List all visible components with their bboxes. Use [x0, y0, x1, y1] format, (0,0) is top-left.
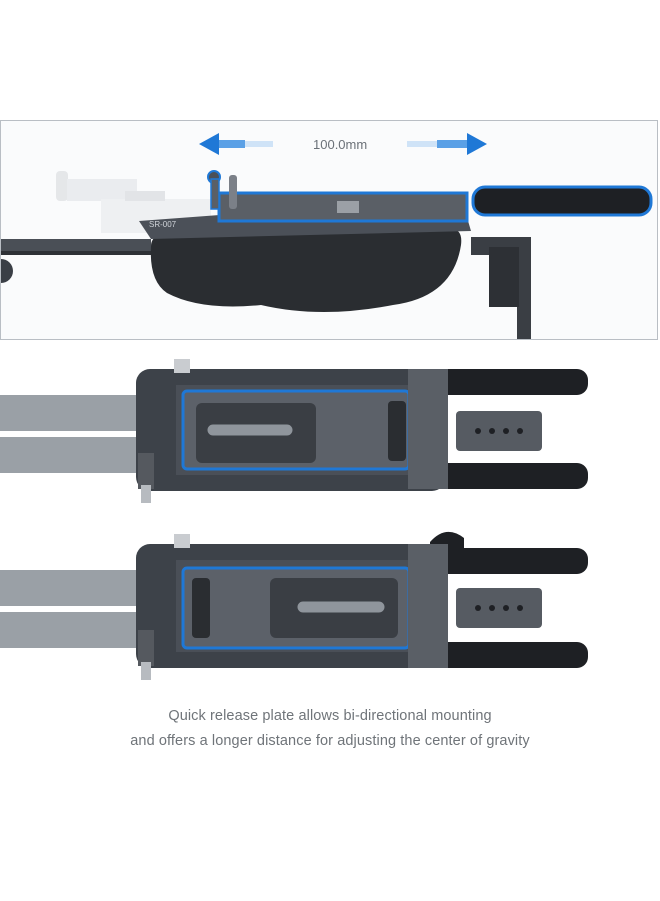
rod-lower — [432, 642, 588, 668]
knob — [174, 534, 190, 548]
measurement-label: 100.0mm — [313, 137, 368, 152]
top-view-2: » » — [0, 531, 588, 680]
slot — [204, 421, 296, 439]
model-label: SR-007 — [149, 220, 177, 229]
caption-line-2: and offers a longer distance for adjusti… — [130, 733, 530, 749]
slot — [294, 598, 388, 616]
caption-line-1: Quick release plate allows bi-directiona… — [168, 708, 492, 724]
rod-lower — [432, 463, 588, 489]
rod-upper — [432, 548, 588, 574]
top-view-1: » » — [0, 359, 588, 503]
rod — [473, 187, 651, 215]
base-rail — [1, 239, 151, 251]
left-arrow-icon — [199, 133, 273, 155]
side-view-illustration: SR-007 — [1, 133, 653, 339]
right-arrow-icon — [407, 133, 487, 155]
clamp — [456, 411, 542, 451]
clamp — [456, 588, 542, 628]
strap — [0, 395, 140, 431]
shoulder-pad — [150, 229, 462, 312]
rod-upper — [432, 369, 588, 395]
knob — [174, 359, 190, 373]
strap — [0, 570, 140, 606]
side-view-panel: SR-007 100.0mm — [0, 120, 658, 340]
